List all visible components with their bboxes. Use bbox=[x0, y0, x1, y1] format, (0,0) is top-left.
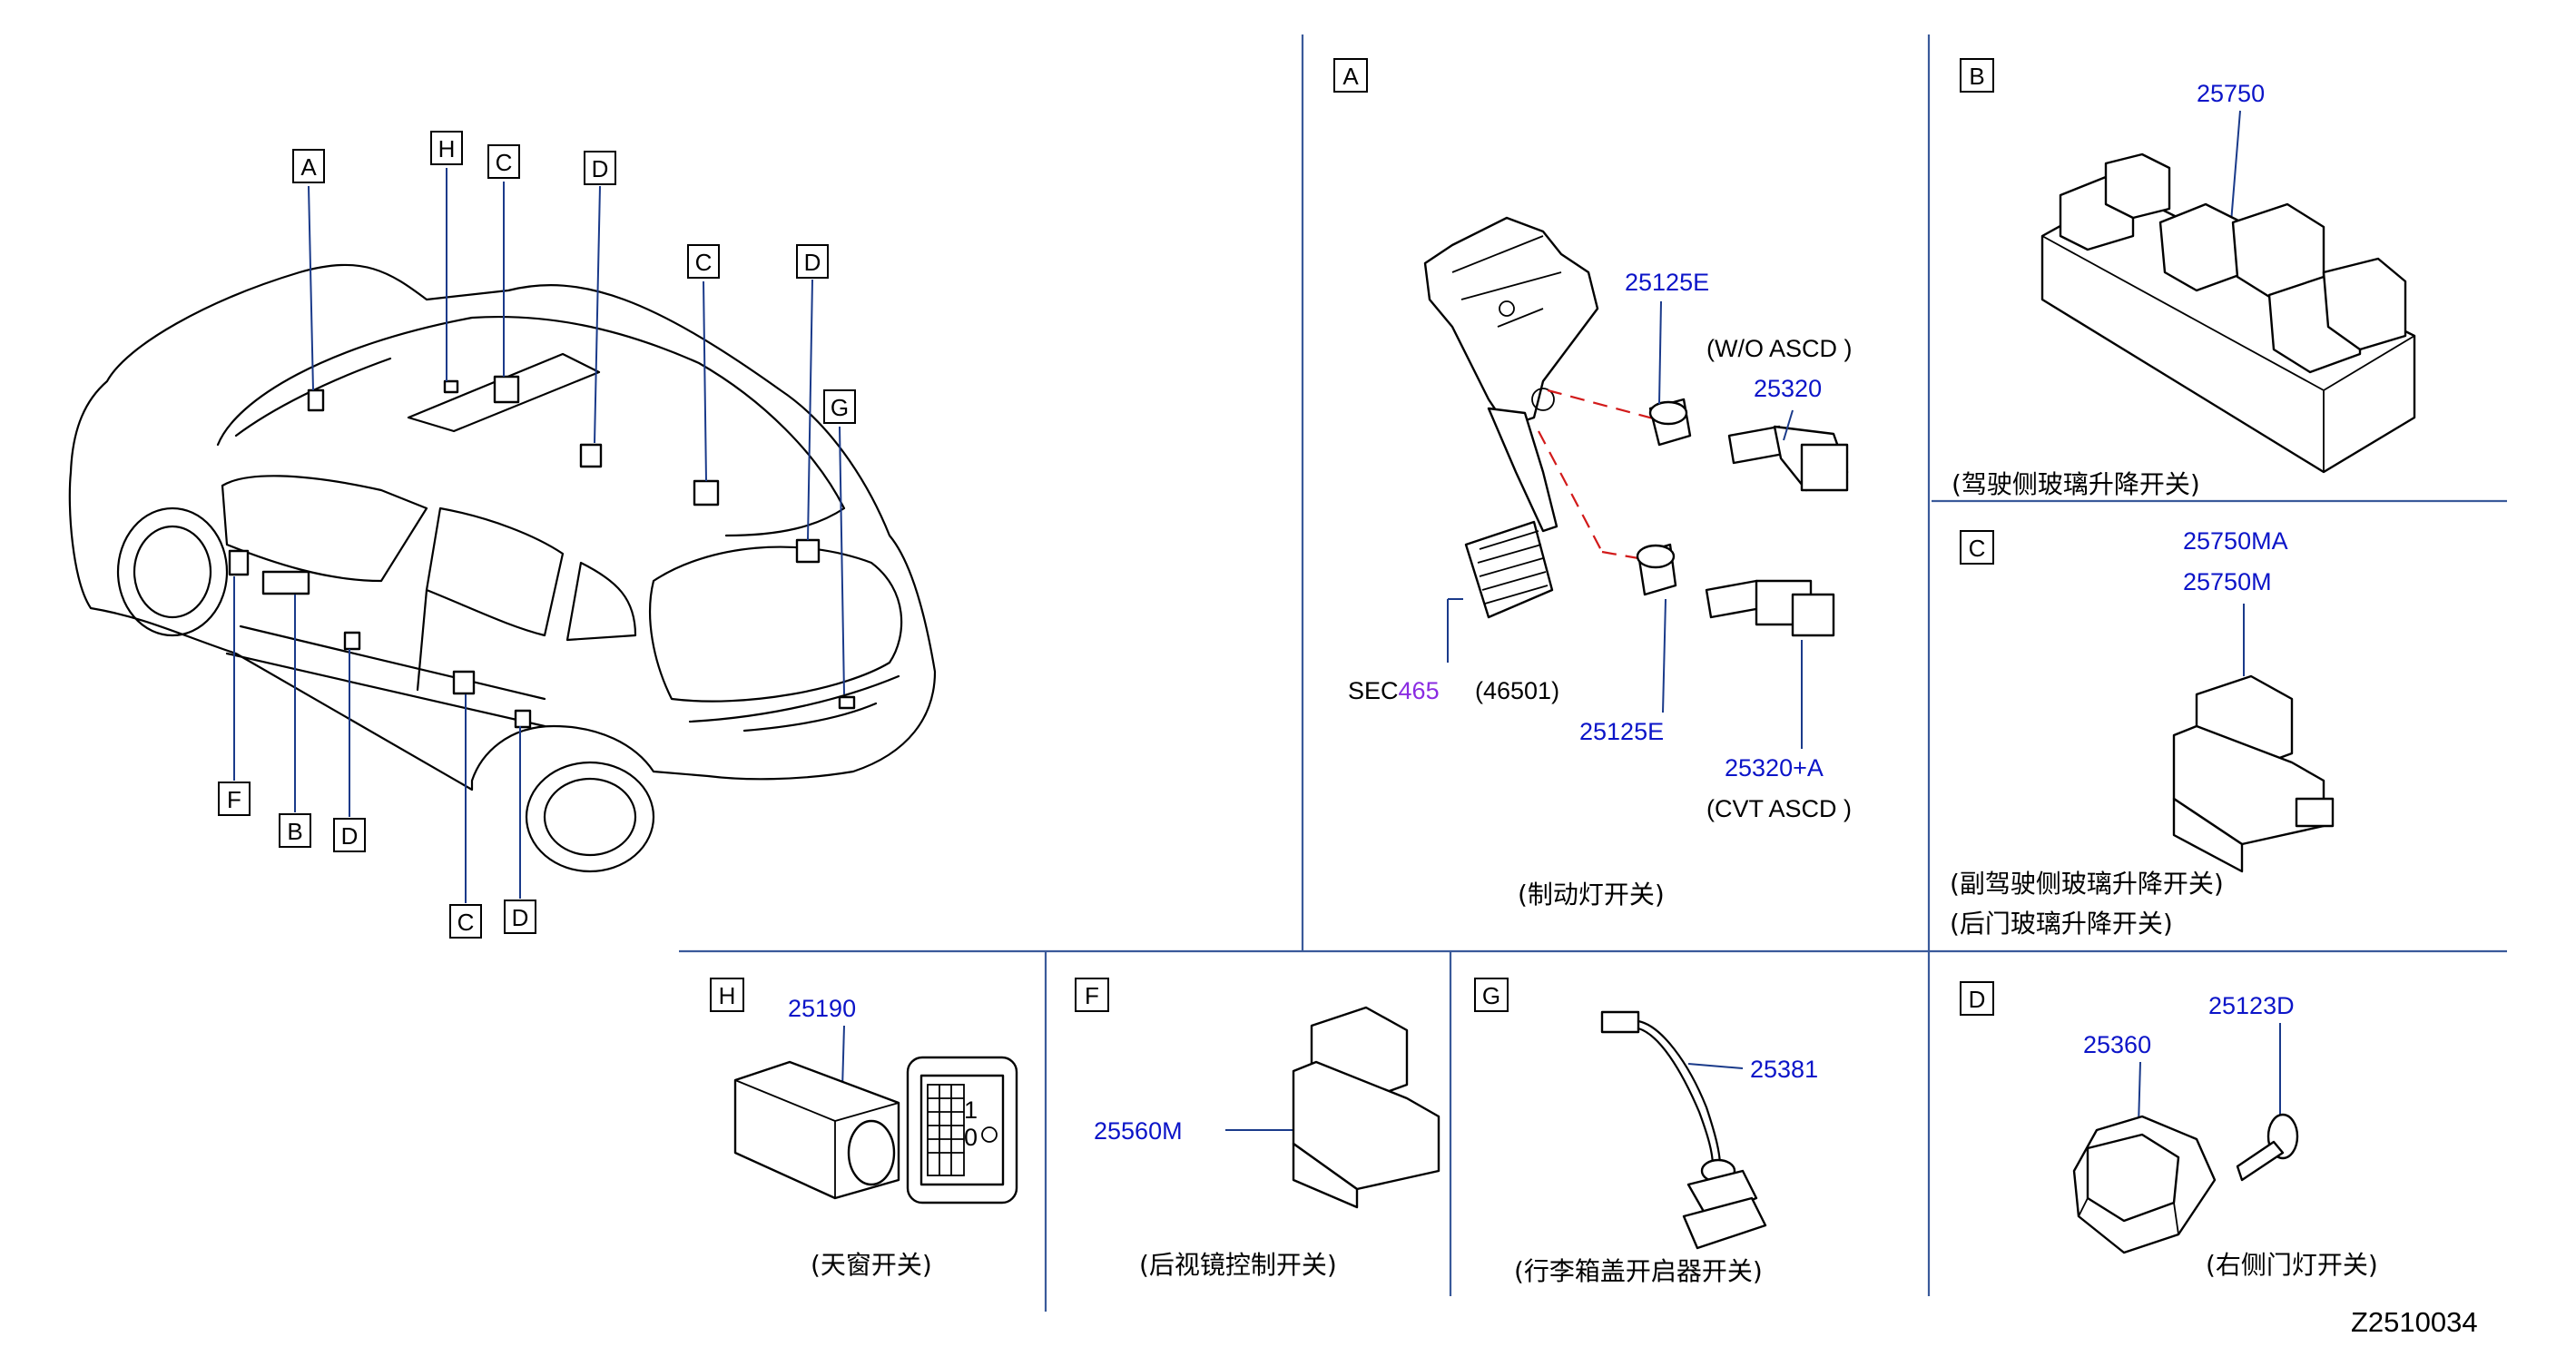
panel-A-sec-ref: SEC465 bbox=[1348, 677, 1440, 704]
panel-D-caption: (右侧门灯开关) bbox=[2206, 1250, 2378, 1280]
panel-A-note-wo-ascd: (W/O ASCD ) bbox=[1706, 335, 1853, 362]
diagram-code: Z2510034 bbox=[2351, 1306, 2478, 1338]
trunk-switch-connector bbox=[1600, 1010, 1640, 1034]
car-tag-G: G bbox=[831, 394, 849, 421]
panel-C-part-25750MA: 25750MA bbox=[2183, 527, 2288, 555]
car-tag-C2: C bbox=[695, 249, 713, 276]
panel-A-caption: (制动灯开关) bbox=[1518, 880, 1665, 909]
panel-B: B 25750 (驾驶侧玻璃升降开关) bbox=[1952, 58, 2416, 499]
panel-B-tag: B bbox=[1969, 63, 1984, 90]
car-tag-D: D bbox=[592, 155, 609, 182]
car-tag-F: F bbox=[227, 786, 241, 813]
panel-dividers bbox=[679, 34, 2507, 1312]
panel-B-part-25750: 25750 bbox=[2197, 80, 2265, 107]
car-tag-C3: C bbox=[457, 909, 475, 936]
panel-H: H 25190 1 0 (天窗开关) bbox=[710, 978, 1018, 1280]
panel-A-part-25125E-top: 25125E bbox=[1625, 269, 1709, 296]
panel-C-caption-1: (副驾驶侧玻璃升降开关) bbox=[1950, 869, 2224, 899]
panel-A-part-25320: 25320 bbox=[1754, 375, 1822, 402]
car-tag-C: C bbox=[496, 149, 513, 176]
panel-H-mark-0: 0 bbox=[964, 1124, 978, 1151]
panel-F: F 25560M (后视镜控制开关) bbox=[1075, 978, 1440, 1280]
panel-A: A 25125E (W/ bbox=[1333, 58, 1853, 909]
panel-G-tag: G bbox=[1482, 982, 1500, 1009]
panel-F-part-25560M: 25560M bbox=[1094, 1117, 1183, 1145]
panel-C-part-25750M: 25750M bbox=[2183, 568, 2272, 595]
panel-A-sec-paren: (46501) bbox=[1475, 677, 1559, 704]
panel-C-caption-2: (后门玻璃升降开关) bbox=[1950, 909, 2173, 939]
panel-A-part-25320A: 25320+A bbox=[1725, 754, 1824, 782]
panel-C: C 25750MA 25750M (副驾驶侧玻璃升降开关) (后门玻璃升降开关) bbox=[1950, 527, 2335, 939]
panel-H-tag: H bbox=[719, 982, 736, 1009]
panel-B-caption: (驾驶侧玻璃升降开关) bbox=[1952, 469, 2200, 499]
panel-D-part-25360: 25360 bbox=[2083, 1031, 2151, 1058]
panel-D-tag: D bbox=[1969, 986, 1986, 1013]
panel-F-caption: (后视镜控制开关) bbox=[1139, 1250, 1337, 1280]
panel-G: G 25381 (行李箱盖开启器开关) bbox=[1474, 978, 1818, 1286]
panel-H-part-25190: 25190 bbox=[788, 995, 856, 1022]
panel-G-part-25381: 25381 bbox=[1750, 1056, 1818, 1083]
car-tag-H: H bbox=[438, 135, 456, 162]
panel-C-tag: C bbox=[1969, 535, 1986, 562]
panel-G-caption: (行李箱盖开启器开关) bbox=[1514, 1256, 1763, 1286]
car-tags: A H C D C D G F B D C D bbox=[218, 131, 856, 939]
panel-D: D 25360 25123D (右侧门灯开关) bbox=[1960, 981, 2378, 1280]
panel-H-mark-1: 1 bbox=[964, 1096, 978, 1124]
panel-A-note-cvt-ascd: (CVT ASCD ) bbox=[1706, 795, 1852, 822]
pedal-bracket-illustration bbox=[1423, 216, 1599, 428]
panel-D-part-25123D: 25123D bbox=[2208, 992, 2295, 1019]
car-tag-D3: D bbox=[341, 822, 359, 850]
car-overview bbox=[68, 263, 937, 873]
panel-H-caption: (天窗开关) bbox=[811, 1250, 932, 1280]
panel-F-tag: F bbox=[1085, 982, 1099, 1009]
panel-A-sec-prefix: SEC bbox=[1348, 677, 1399, 704]
car-tag-D2: D bbox=[804, 249, 821, 276]
car-tag-D4: D bbox=[512, 904, 529, 931]
car-tag-B: B bbox=[287, 818, 302, 845]
pedal-pad bbox=[1464, 520, 1554, 619]
panel-A-part-25125E-bottom: 25125E bbox=[1579, 718, 1664, 745]
panel-A-sec-num: 465 bbox=[1399, 677, 1440, 704]
car-leaders bbox=[233, 168, 845, 903]
car-tag-A: A bbox=[300, 153, 317, 181]
panel-A-tag: A bbox=[1342, 63, 1359, 90]
